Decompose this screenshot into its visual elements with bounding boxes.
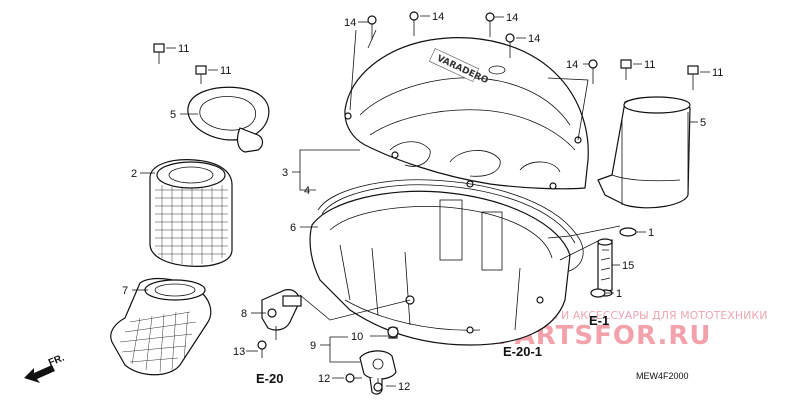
callout-5: 5 xyxy=(700,117,706,129)
screw-13 xyxy=(257,340,267,358)
callout-14: 14 xyxy=(432,11,444,23)
callout-14: 14 xyxy=(506,12,518,24)
reference-e20-1: E-20-1 xyxy=(503,344,542,359)
callout-1: 1 xyxy=(616,288,622,300)
bolt-11-b xyxy=(195,65,207,84)
grommet-10 xyxy=(387,326,399,338)
bolt-11-a xyxy=(153,43,165,64)
callout-13: 13 xyxy=(233,346,245,358)
air-cleaner-case xyxy=(309,190,610,346)
bolt-14-b xyxy=(409,11,419,36)
reference-e1: E-1 xyxy=(589,313,609,328)
callout-12: 12 xyxy=(398,381,410,393)
callout-3: 3 xyxy=(282,167,288,179)
callout-1: 1 xyxy=(648,227,654,239)
callout-14: 14 xyxy=(528,33,540,45)
watermark-caption: ЗАПЧАСТИ И АКСЕССУАРЫ ДЛЯ МОТОТЕХНИКИ xyxy=(497,309,767,322)
section-references: E-20 E-20-1 E-1 xyxy=(256,313,609,386)
callout-11: 11 xyxy=(220,65,231,77)
drawing-code: MEW4F2000 xyxy=(636,371,689,381)
bolt-14-a xyxy=(367,15,377,40)
intake-sensor xyxy=(261,289,302,340)
callouts: 14 14 14 14 14 11 11 11 11 5 5 2 3 4 6 7… xyxy=(122,11,723,393)
front-direction-marker: FR. xyxy=(24,352,66,383)
bolt-11-d xyxy=(687,65,699,90)
callout-11: 11 xyxy=(644,59,655,71)
callout-2: 2 xyxy=(131,168,137,180)
callout-10: 10 xyxy=(351,331,363,343)
bolt-14-e xyxy=(588,59,598,84)
callout-11: 11 xyxy=(178,43,189,55)
air-filter-element xyxy=(149,159,233,267)
intake-funnel xyxy=(597,96,691,209)
front-label: FR. xyxy=(47,352,66,368)
callout-5: 5 xyxy=(170,109,176,121)
callout-4: 4 xyxy=(304,185,310,197)
callout-15: 15 xyxy=(622,260,634,272)
callout-6: 6 xyxy=(290,222,296,234)
callout-14: 14 xyxy=(344,17,356,29)
bolt-14-c xyxy=(485,12,495,37)
screw-12-b xyxy=(373,378,383,392)
screw-12-a xyxy=(345,373,362,383)
callout-11: 11 xyxy=(712,67,723,79)
bolts xyxy=(153,11,699,392)
air-duct xyxy=(110,277,212,376)
air-cleaner-cover: VARADERO xyxy=(344,37,589,190)
callout-7: 7 xyxy=(122,285,128,297)
leader-lines xyxy=(132,15,710,387)
callout-8: 8 xyxy=(241,308,247,320)
bolt-14-d xyxy=(505,33,515,58)
drain-tube xyxy=(597,238,613,297)
reference-e20: E-20 xyxy=(256,371,283,386)
callout-14: 14 xyxy=(566,59,578,71)
bolt-11-c xyxy=(620,59,632,80)
callout-9: 9 xyxy=(310,340,316,352)
cover-gasket xyxy=(317,179,584,273)
seal-ring xyxy=(187,86,270,153)
callout-12: 12 xyxy=(318,373,330,385)
